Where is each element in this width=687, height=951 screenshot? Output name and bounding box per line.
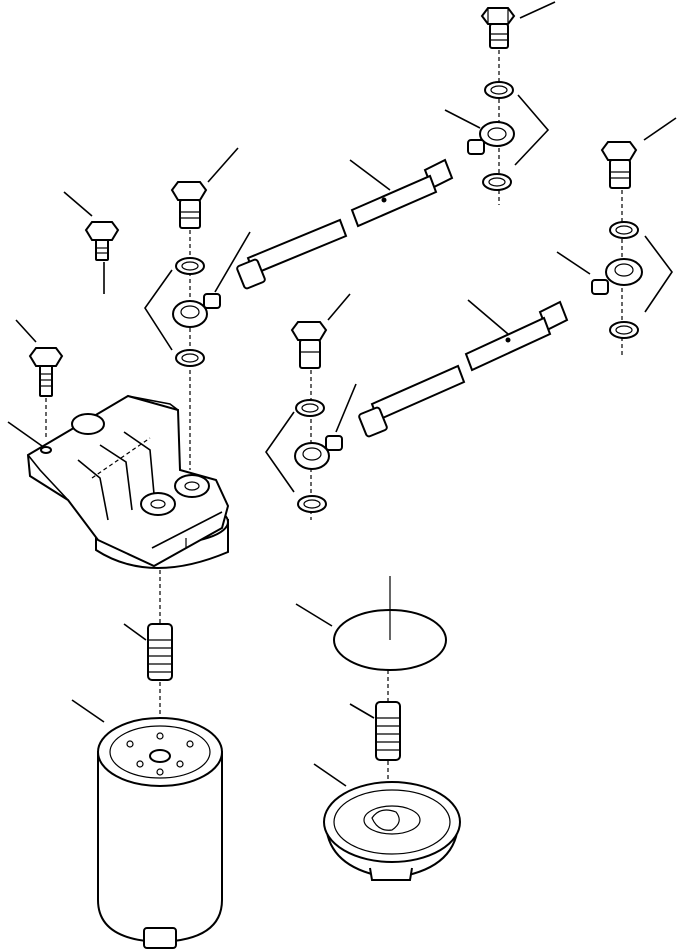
mounting-bolt-small [63, 191, 120, 294]
left-hose-assembly [265, 293, 357, 520]
adapter-nipple-left [123, 570, 173, 742]
fuel-filter-cartridge [71, 699, 223, 949]
gasket [295, 576, 447, 671]
right-lower-hose-assembly [358, 117, 677, 438]
filter-head [7, 394, 230, 569]
upper-right-banjo-bolt [480, 1, 556, 205]
filter-cover [313, 763, 461, 881]
mounting-bolt-left [15, 319, 64, 440]
adapter-nipple-right [349, 670, 401, 820]
left-banjo-bolt [144, 147, 251, 470]
right-hose-assembly [236, 109, 515, 290]
